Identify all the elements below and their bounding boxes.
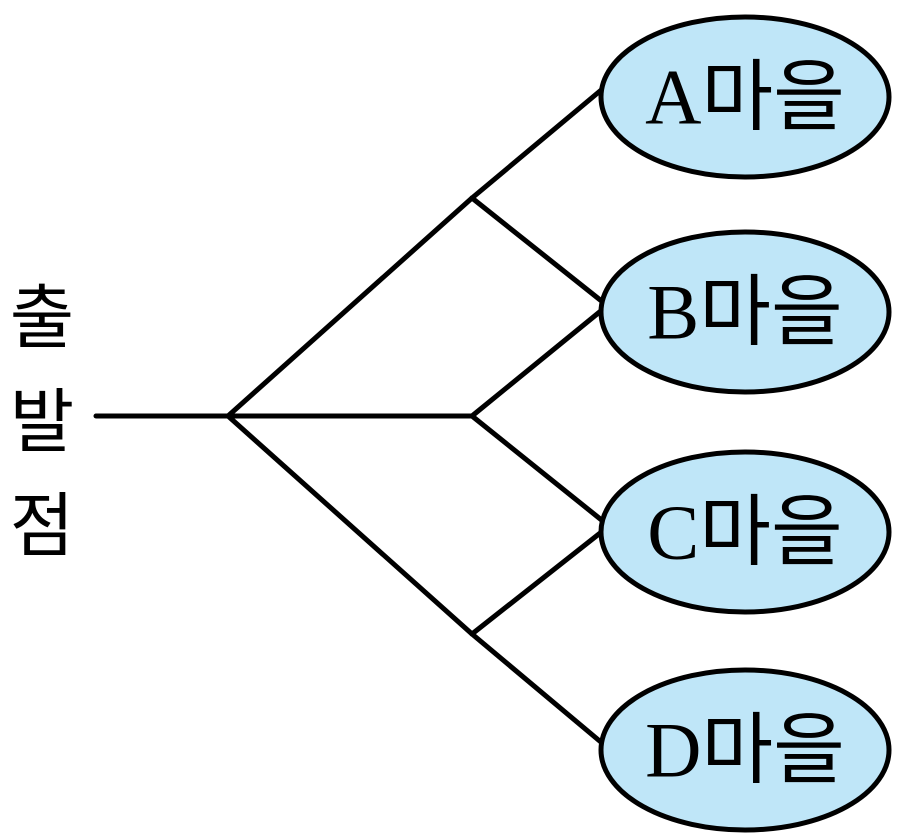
route-lower-branch: [225, 413, 475, 637]
village-d-ellipse: [598, 667, 892, 833]
route-to-d: [469, 631, 611, 751]
village-a-label: A마을: [645, 54, 845, 141]
start-point-label: 출 발 점: [0, 266, 84, 578]
route-lower-to-c: [469, 527, 607, 637]
routes: [93, 83, 611, 751]
village-c-ellipse: [598, 449, 892, 615]
village-b-ellipse: [598, 229, 892, 395]
route-upper-branch: [225, 195, 475, 419]
village-d-node: D마을: [598, 667, 892, 833]
route-middle-to-b: [469, 307, 605, 419]
village-a-ellipse: [598, 14, 892, 180]
village-d-label: D마을: [645, 707, 845, 794]
village-c-label: C마을: [647, 489, 843, 576]
route-middle-to-c: [469, 413, 607, 525]
village-b-label: B마을: [647, 269, 843, 356]
start-char-2: 발: [9, 381, 75, 463]
route-to-a: [469, 83, 609, 201]
village-b-node: B마을: [598, 229, 892, 395]
village-a-node: A마을: [598, 14, 892, 180]
start-char-1: 출: [9, 277, 75, 359]
route-upper-to-b: [469, 195, 607, 306]
village-c-node: C마을: [598, 449, 892, 615]
start-char-3: 점: [9, 485, 75, 567]
